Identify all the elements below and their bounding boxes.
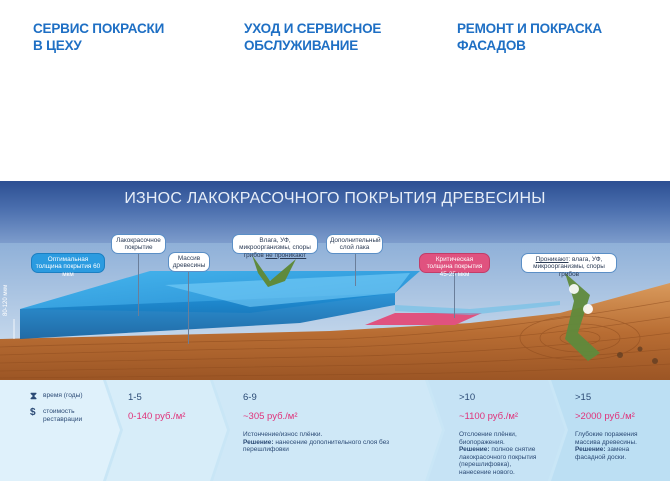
legend-cost: $ стоимость реставрации xyxy=(30,408,110,428)
legend-cost-label: стоимость реставрации xyxy=(43,408,83,423)
paint-coating-callout: Лакокрасочное покрытие xyxy=(111,234,166,254)
penetrate-label: Проникают xyxy=(535,256,569,263)
water-drop-icon xyxy=(569,284,579,294)
dollar-icon: $ xyxy=(30,407,36,418)
service-header-line: ФАСАДОВ xyxy=(457,38,526,53)
service-header-line: В ЦЕХУ xyxy=(33,38,82,53)
stage-4-years: >15 xyxy=(575,392,592,403)
service-header-line: ОБСЛУЖИВАНИЕ xyxy=(244,38,359,53)
weather-text: Влага, УФ, микроорганизмы, споры грибов xyxy=(239,237,311,259)
extra-lacquer-layer xyxy=(165,273,410,307)
stage-4-cost: >2000 руб./м² xyxy=(575,411,635,422)
hourglass-icon: ⧗ xyxy=(30,391,38,402)
wood-board xyxy=(0,283,670,383)
wood-mass-text: Массив древесины xyxy=(172,255,206,270)
critical-coating-layer xyxy=(365,313,482,325)
wood-mass-leader xyxy=(188,272,189,344)
legend-time: ⧗ время (годы) xyxy=(30,392,110,404)
legend-time-label: время (годы) xyxy=(43,392,83,399)
timeline-segment-stage-4 xyxy=(551,380,670,481)
timeline-segment-stage-3 xyxy=(428,380,565,481)
banner xyxy=(0,181,670,243)
penetrate-text: : влага, УФ, микроорганизмы, споры грибо… xyxy=(533,256,605,278)
timeline-segment-stage-2 xyxy=(213,380,442,481)
thin-coating-layer xyxy=(395,301,560,315)
critical-thickness-leader xyxy=(454,273,455,318)
critical-thickness-callout: Критическая толщина покрытия 45-25 мкм xyxy=(419,253,490,278)
service-header-line: РЕМОНТ И ПОКРАСКА xyxy=(457,21,602,36)
stage-2-years: 6-9 xyxy=(243,392,257,403)
extra-layer-callout: Дополнительный слой лака xyxy=(326,234,383,254)
stage-4-description: Глубокие поражения массива древесины. Ре… xyxy=(575,431,660,461)
service-header-line: УХОД И СЕРВИСНОЕ xyxy=(244,21,382,36)
stage-3-cost: ~1100 руб./м² xyxy=(459,411,519,422)
service-header-workshop: СЕРВИС ПОКРАСКИ В ЦЕХУ xyxy=(33,20,164,54)
stage-2-description: Истончение/износ плёнки. Решение: нанесе… xyxy=(243,431,408,454)
stage-4-desc-main: Глубокие поражения массива древесины. xyxy=(575,431,638,446)
sun-icon xyxy=(583,304,593,314)
optimal-thickness-callout: Оптимальная толщина покрытия 60 мкм xyxy=(31,253,105,278)
timeline-segment-stage-1 xyxy=(106,380,227,481)
timeline-segment-legend xyxy=(0,380,120,481)
fungus-marks xyxy=(617,346,658,364)
service-header-line: СЕРВИС ПОКРАСКИ xyxy=(33,21,165,36)
penetrate-callout: Проникают: влага, УФ, микроорганизмы, сп… xyxy=(521,253,617,278)
stage-2-cost: ~305 руб./м² xyxy=(243,411,298,422)
stage-1-years: 1-5 xyxy=(128,392,142,403)
stage-2-solution-text: нанесение дополнительного слоя без переш… xyxy=(243,438,390,454)
weather-arrow-blocked xyxy=(252,255,296,287)
stage-3-desc-main: Отслоение плёнки, биопоражения. xyxy=(459,431,517,446)
stage-4-solution-text: замена фасадной доски. xyxy=(575,446,630,461)
paint-coating-leader xyxy=(138,254,139,316)
stage-2-desc-main: Истончение/износ плёнки. xyxy=(243,431,323,438)
timeline-arrows xyxy=(0,380,670,481)
extra-layer-text: Дополнительный слой лака xyxy=(330,237,381,252)
weather-callout: Влага, УФ, микроорганизмы, споры грибов … xyxy=(232,234,318,259)
stage-1-cost: 0-140 руб./м² xyxy=(128,411,186,422)
stage-2-solution-label: Решение: xyxy=(243,438,274,446)
stage-3-years: >10 xyxy=(459,392,476,403)
service-header-facade: РЕМОНТ И ПОКРАСКА ФАСАДОВ xyxy=(457,20,602,54)
coating-layer-side xyxy=(20,293,395,339)
stage-3-solution-text: полное снятие лакокрасочного покрытия (п… xyxy=(459,446,537,476)
optimal-thickness-text: Оптимальная толщина покрытия 60 мкм xyxy=(35,256,101,278)
paint-coating-text: Лакокрасочное покрытие xyxy=(116,237,161,252)
extra-layer-leader xyxy=(355,254,356,286)
layer-thickness-label: 80-120 мкм xyxy=(3,284,9,316)
wood-grain xyxy=(0,300,670,379)
stage-3-description: Отслоение плёнки, биопоражения. Решение:… xyxy=(459,431,541,477)
service-header-maintenance: УХОД И СЕРВИСНОЕ ОБСЛУЖИВАНИЕ xyxy=(244,20,381,54)
wood-mass-callout: Массив древесины xyxy=(168,252,210,272)
stage-4-solution-label: Решение: xyxy=(575,446,606,454)
weather-no-text: не проникают xyxy=(265,251,307,259)
stage-3-solution-label: Решение: xyxy=(459,446,490,454)
weather-arrow-penetrating xyxy=(565,273,600,361)
banner-title: ИЗНОС ЛАКОКРАСОЧНОГО ПОКРЫТИЯ ДРЕВЕСИНЫ xyxy=(124,190,546,207)
